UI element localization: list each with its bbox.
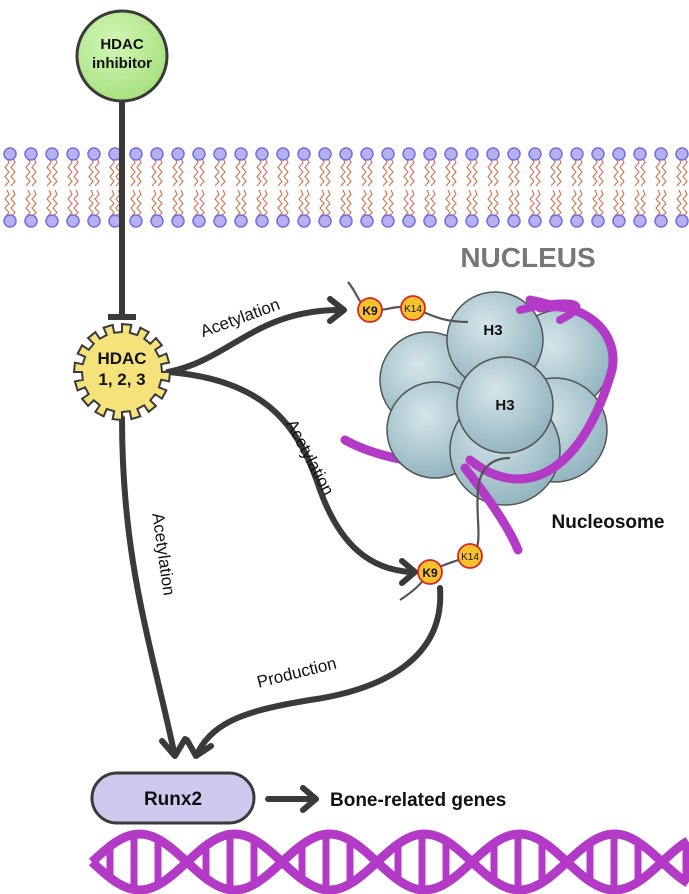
acetylation-label-middle: Acetylation — [282, 416, 338, 498]
acetylation-arrow-middle-head — [399, 558, 418, 586]
svg-text:K14: K14 — [461, 552, 479, 563]
hdac-label-line2: 1, 2, 3 — [98, 370, 145, 389]
nucleosome-label: Nucleosome — [552, 512, 665, 533]
svg-text:K14: K14 — [404, 304, 422, 315]
acetylation-arrow-left — [119, 415, 177, 755]
residue-k9-top: K9 — [357, 297, 383, 323]
arrows — [119, 296, 444, 813]
hdac-inhibitor: HDAC inhibitor — [75, 9, 169, 103]
nuclear-membrane — [3, 147, 689, 228]
dna-strand-front — [465, 302, 618, 484]
hdac-label-line1: HDAC — [97, 349, 146, 368]
svg-text:K9: K9 — [362, 304, 378, 318]
acetylation-arrow-middle — [165, 369, 415, 575]
hdac-enzyme: HDAC 1, 2, 3 — [72, 322, 172, 422]
histone-label-top: H3 — [483, 322, 502, 339]
production-label: Production — [255, 654, 338, 692]
inhibition-line — [108, 100, 136, 320]
acetylation-arrow-left-head — [159, 736, 188, 759]
residue-k14-top: K14 — [400, 295, 426, 321]
production-arrow — [195, 585, 444, 755]
genes-arrow-head — [300, 785, 319, 813]
residue-k14-bottom: K14 — [457, 543, 483, 569]
acetylation-label-left: Acetylation — [148, 512, 178, 597]
bone-genes-label: Bone-related genes — [330, 790, 506, 811]
nucleosome: H3 H3 — [340, 291, 618, 555]
dna-strand-upper — [516, 299, 581, 324]
runx2-box: Runx2 — [90, 771, 256, 825]
nucleus-label: NUCLEUS — [460, 242, 595, 273]
acetylation-arrow-top — [165, 307, 343, 375]
histone-tail-top — [347, 281, 469, 324]
dna-strand-lower — [460, 463, 523, 555]
acetylation-label-top: Acetylation — [198, 295, 283, 341]
runx2-label: Runx2 — [144, 789, 202, 810]
residue-k9-bottom: K9 — [417, 559, 443, 585]
svg-text:K9: K9 — [422, 566, 438, 580]
histone-label-center: H3 — [495, 397, 514, 414]
inhibitor-label-line1: HDAC — [100, 36, 143, 53]
inhibitor-label-line2: inhibitor — [92, 55, 152, 72]
acetylation-arrow-top-head — [327, 296, 347, 324]
production-arrow-head — [184, 737, 214, 759]
dna-double-helix — [88, 829, 689, 894]
